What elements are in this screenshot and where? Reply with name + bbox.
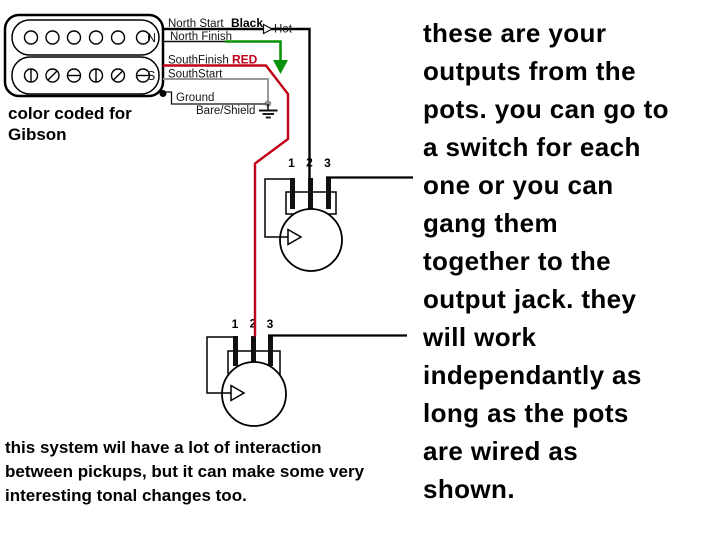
pole-piece (23, 30, 39, 45)
pot2-terminal-3-label: 3 (267, 317, 274, 331)
pole-piece (135, 30, 151, 45)
note-line: pots. you can go to (423, 94, 669, 124)
pot2-lug-1 (233, 336, 238, 366)
note-line: will work (423, 322, 537, 352)
pole-piece (66, 30, 82, 45)
north-pole-pieces (23, 30, 151, 45)
red-wire-label: RED (232, 53, 258, 67)
pole-piece (88, 30, 104, 45)
pot1-body (279, 208, 343, 272)
note-line: output jack. they (423, 284, 637, 314)
pot2-terminal-1-label: 1 (232, 317, 239, 331)
pot2-lug-3 (268, 336, 273, 366)
ground-symbol (259, 104, 278, 119)
note-line: this system wil have a lot of interactio… (5, 438, 322, 457)
north-coil-label: N (147, 31, 156, 45)
right-note: these are your outputs from the pots. yo… (423, 14, 669, 508)
green-down-arrow-icon (273, 60, 288, 74)
note-line: gang them (423, 208, 559, 238)
south-start-label: SouthStart (168, 69, 223, 81)
pot1-lug-1 (290, 178, 295, 209)
caption-line: color coded for (8, 104, 132, 123)
black-wire-label: Black (231, 16, 263, 30)
hot-label: Hot (274, 24, 293, 36)
south-coil (11, 56, 160, 95)
bare-shield-label: Bare/Shield (196, 105, 255, 117)
note-line: these are your (423, 18, 607, 48)
red-wire (163, 64, 290, 337)
south-finish-label: SouthFinish (168, 55, 229, 67)
south-coil-label: S (147, 69, 155, 83)
pot1-case-arrow-icon (287, 228, 303, 246)
note-line: between pickups, but it can make some ve… (5, 462, 365, 481)
shield-junction-dot (264, 100, 272, 107)
pot2-ground-loop-wire (206, 336, 233, 394)
hot-marker-icon (262, 23, 274, 35)
pole-piece (110, 30, 126, 45)
note-line: shown. (423, 474, 515, 504)
note-line: independantly as (423, 360, 642, 390)
pot1-terminal-3-label: 3 (324, 156, 331, 170)
green-link-wire (225, 40, 282, 62)
note-line: are wired as (423, 436, 579, 466)
pot2-body (221, 361, 287, 427)
humbucker-pickup: N S (3, 13, 167, 98)
caption-line: Gibson (8, 125, 67, 144)
ground-label: Ground (176, 92, 214, 104)
pot1-lug-2 (308, 178, 313, 209)
screw-slot (47, 70, 58, 81)
pole-piece (45, 30, 60, 45)
north-finish-label: North Finish (170, 31, 232, 43)
pot2-lug-2 (251, 336, 256, 366)
north-start-label: North Start (168, 18, 224, 30)
note-line: long as the pots (423, 398, 629, 428)
north-coil (11, 19, 160, 56)
pot-1: 1 2 3 (264, 156, 343, 272)
pot1-terminal-1-label: 1 (288, 156, 295, 170)
pot2-terminal-2-label: 2 (250, 317, 257, 331)
note-line: a switch for each (423, 132, 641, 162)
note-line: together to the (423, 246, 611, 276)
pot1-ground-loop-wire (264, 178, 290, 238)
screw-slot (113, 70, 123, 81)
south-screw-poles (23, 68, 151, 83)
pot2-case-arrow-icon (230, 384, 246, 402)
pickup-caption: color coded for Gibson (8, 103, 132, 145)
hot-wire (163, 27, 311, 179)
pot-2: 1 2 3 (206, 317, 287, 427)
note-line: outputs from the (423, 56, 636, 86)
south-start-wire (163, 78, 269, 102)
bottom-note: this system wil have a lot of interactio… (5, 436, 364, 508)
shield-ground-wire (163, 91, 266, 105)
ground-junction-dot (159, 90, 167, 97)
pot1-lug-3 (326, 178, 331, 209)
note-line: interesting tonal changes too. (5, 486, 247, 505)
note-line: one or you can (423, 170, 614, 200)
